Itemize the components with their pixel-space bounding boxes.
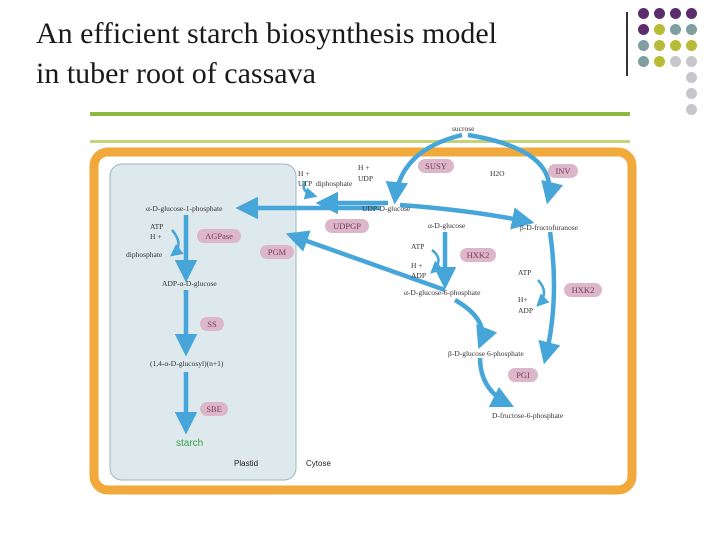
- enzyme-label-susy: SUSY: [425, 161, 447, 171]
- dot: [638, 24, 649, 35]
- enzyme-label-udpgp: UDPGP: [333, 221, 361, 231]
- enzyme-ss: SS: [200, 317, 224, 331]
- arrow-cofactor-agpase: [170, 229, 184, 257]
- arrow-g6p-pgm: [285, 230, 446, 293]
- enzyme-hxk2-b: HXK2: [564, 283, 602, 297]
- metabolite-glucosyl: (1,4-α-D-glucosyl)(n+1): [150, 359, 224, 368]
- enzyme-label-inv: INV: [555, 166, 571, 176]
- arrow-sucrose-susy: [385, 132, 463, 205]
- compartment-label-plastid: Plastid: [234, 459, 258, 468]
- metabolite-diphosphate-left: diphosphate: [126, 250, 163, 259]
- enzyme-susy: SUSY: [418, 159, 454, 173]
- dot: [638, 40, 649, 51]
- cofactor-adp-hxk2a: ADP: [411, 271, 426, 280]
- dot: [654, 24, 665, 35]
- arrow-sucrose-inv: [467, 132, 564, 205]
- enzyme-pgm: PGM: [260, 245, 294, 259]
- dot: [670, 24, 681, 35]
- enzyme-udpgp: UDPGP: [325, 219, 369, 233]
- dot: [686, 40, 697, 51]
- dot: [670, 56, 681, 67]
- cofactor-atp-hxk2b: ATP: [518, 268, 531, 277]
- arrow-susy-fructose: [399, 202, 535, 230]
- cofactor-atp-agpase: ATP: [150, 222, 163, 231]
- dot: [654, 8, 665, 19]
- arrow-g6p-bg6p: [453, 298, 498, 350]
- dot: [686, 24, 697, 35]
- dot: [686, 56, 697, 67]
- accent-bar-green: [90, 112, 630, 116]
- enzyme-hxk2-a: HXK2: [460, 248, 496, 262]
- cofactor-adp-hxk2b: ADP: [518, 306, 533, 315]
- metabolite-a-glucose: α-D-glucose: [428, 221, 466, 230]
- metabolite-udp-glucose: UDP-D-glucose: [362, 204, 411, 213]
- enzyme-label-ss: SS: [207, 319, 217, 329]
- decorative-dot-grid: [638, 8, 718, 118]
- arrow-bg6p-f6p: [477, 357, 515, 408]
- enzyme-pgi: PGI: [508, 368, 538, 382]
- metabolite-h2o: H2O: [490, 169, 505, 178]
- enzyme-label-hxk2-a: HXK2: [467, 250, 490, 260]
- dot: [670, 40, 681, 51]
- metabolite-adp-glucose: ADP-α-D-glucose: [162, 279, 217, 288]
- enzyme-inv: INV: [548, 164, 578, 178]
- cofactor-udp: UDP: [358, 174, 373, 183]
- dot: [686, 72, 697, 83]
- metabolite-f6p: D-fructose-6-phosphate: [492, 411, 564, 420]
- slide-title: An efficient starch biosynthesis model i…: [36, 14, 626, 94]
- cofactor-h-plus-udp: H +: [358, 163, 370, 172]
- arrow-cofactor-hxk2b: [536, 279, 550, 307]
- enzyme-label-hxk2-b: HXK2: [572, 285, 595, 295]
- enzyme-label-pgi: PGI: [516, 370, 530, 380]
- pathway-arrows: [174, 132, 564, 435]
- arrow-fructose-f6p: [538, 231, 561, 365]
- enzyme-label-sbe: SBE: [206, 404, 222, 414]
- cofactor-h-plus-utp: H +: [298, 169, 310, 178]
- dot: [686, 88, 697, 99]
- title-divider: [626, 12, 628, 76]
- cofactor-atp-hxk2a: ATP: [411, 242, 424, 251]
- metabolite-sucrose: sucrose: [452, 124, 475, 133]
- dot: [686, 104, 697, 115]
- cofactor-h-plus-agpase: H +: [150, 232, 162, 241]
- metabolite-b-fructofuranose: β-D-fructofuranose: [520, 223, 579, 232]
- slide-title-line-2: in tuber root of cassava: [36, 57, 316, 90]
- compartment-label-cytosol: Cytose: [306, 459, 331, 468]
- metabolite-starch: starch: [176, 438, 203, 449]
- arrow-cofactor-hxk2a: [430, 249, 444, 274]
- metabolite-g6p-a: α-D-glucose-6-phosphate: [404, 288, 481, 297]
- enzyme-label-pgm: PGM: [268, 247, 287, 257]
- cofactor-h-plus-hxk2a: H +: [411, 261, 423, 270]
- cofactor-arrows: [170, 181, 550, 307]
- dot: [638, 56, 649, 67]
- enzyme-label-agpase: AGPase: [205, 231, 233, 241]
- dot: [638, 8, 649, 19]
- dot: [654, 56, 665, 67]
- dot: [670, 8, 681, 19]
- cofactor-h-plus-hxk2b: H+: [518, 295, 528, 304]
- metabolite-g6p-b: β-D-glucose 6-phosphate: [448, 349, 524, 358]
- enzyme-agpase: AGPase: [197, 229, 241, 243]
- dot: [686, 8, 697, 19]
- accent-bar-olive: [90, 140, 630, 143]
- enzyme-sbe: SBE: [200, 402, 228, 416]
- arrow-cofactor-utp: [302, 181, 318, 200]
- slide-title-line-1: An efficient starch biosynthesis model: [36, 17, 498, 50]
- metabolite-udp-diphosphate: diphosphate: [316, 179, 353, 188]
- cofactor-utp: UTP: [298, 179, 312, 188]
- dot: [654, 40, 665, 51]
- metabolite-g1p: α-D-glucose-1-phosphate: [146, 204, 223, 213]
